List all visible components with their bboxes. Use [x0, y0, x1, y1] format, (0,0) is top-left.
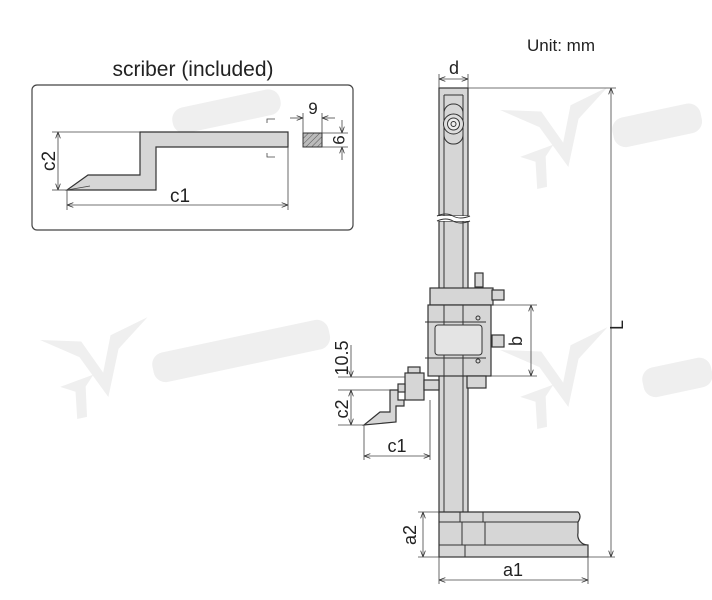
scriber-shape [65, 131, 289, 191]
digital-display [434, 324, 483, 356]
dim-10-5: 10.5 [332, 340, 352, 375]
unit-label: Unit: mm [527, 36, 595, 55]
scriber-inset: scriber (included) c2 c1 9 9 [31, 58, 354, 231]
dim-c1: c1 [170, 186, 190, 207]
dim-L: L [607, 320, 627, 330]
knob-upper [491, 289, 505, 301]
cross-section [302, 132, 323, 148]
watermark [40, 87, 712, 434]
scriber-holder [404, 372, 425, 401]
height-gauge: 10.5 c2 c1 b a2 a1 d L [332, 58, 627, 584]
inset-frame [31, 84, 354, 231]
dim-width: 9 [308, 99, 317, 118]
dim-height: 9 [329, 135, 348, 144]
dim-d: d [449, 58, 459, 78]
dim-a2: a2 [400, 525, 420, 545]
scriber-title: scriber (included) [112, 58, 273, 81]
slider-head [429, 287, 494, 306]
dim-c1-gauge: c1 [387, 436, 406, 456]
fine-adjust-knob [474, 272, 484, 288]
dim-c2: c2 [39, 151, 60, 171]
dim-c2-gauge: c2 [332, 399, 352, 418]
scriber [362, 389, 405, 426]
dim-b: b [506, 336, 526, 346]
dim-a1: a1 [503, 560, 523, 580]
knob-lower [491, 334, 505, 348]
base [438, 511, 589, 558]
